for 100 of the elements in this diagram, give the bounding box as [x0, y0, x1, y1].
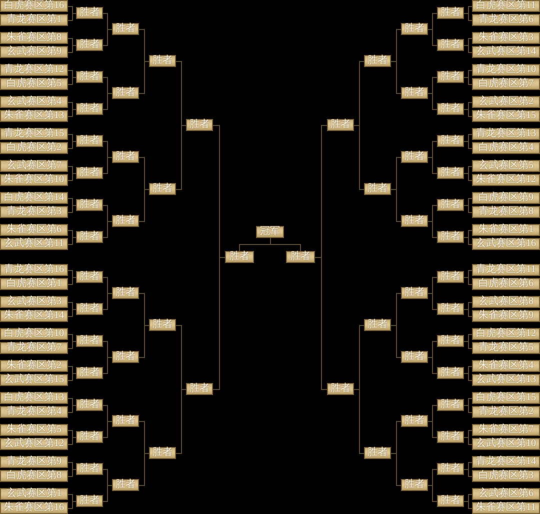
- winner-box: [76, 399, 103, 411]
- bracket-line: [464, 109, 472, 117]
- team-name: 青龙赛区第1: [6, 14, 62, 26]
- bracket-line: [464, 277, 472, 285]
- team-box: [0, 342, 68, 354]
- team-box: [472, 470, 540, 482]
- team-box: [0, 470, 68, 482]
- bracket-line: [390, 453, 402, 486]
- winner-box: [186, 383, 213, 395]
- winner-box: [286, 251, 315, 263]
- team-name: 朱雀赛区第7: [478, 424, 534, 436]
- team-box: [472, 342, 540, 354]
- bracket-line: [102, 29, 112, 46]
- bracket-line: [102, 485, 112, 502]
- team-box: [472, 488, 540, 500]
- winner-box: [76, 135, 103, 147]
- winner-box: [437, 231, 464, 243]
- team-box: [472, 296, 540, 308]
- winner-box: [401, 351, 428, 363]
- winner-box: [437, 199, 464, 211]
- team-name: 青龙赛区第9: [6, 456, 62, 468]
- team-name: 白虎赛区第9: [478, 192, 534, 204]
- winner-label: 胜者: [404, 287, 424, 299]
- winner-box: [437, 71, 464, 83]
- team-box: [472, 32, 540, 44]
- winner-box: [112, 87, 139, 99]
- winner-label: 胜者: [152, 183, 172, 195]
- winner-label: 胜者: [404, 151, 424, 163]
- winner-label: 胜者: [116, 215, 136, 227]
- winner-box: [112, 415, 139, 427]
- team-name: 朱雀赛区第14: [4, 310, 64, 322]
- winner-label: 胜者: [440, 71, 460, 83]
- team-box: [0, 142, 68, 154]
- team-box: [472, 160, 540, 172]
- team-name: 白虎赛区第15: [476, 392, 536, 404]
- bracket-line: [68, 373, 76, 381]
- bracket-line: [464, 141, 472, 149]
- team-name: 青龙赛区第16: [4, 264, 64, 276]
- winner-box: [401, 23, 428, 35]
- team-name: 朱雀赛区第11: [476, 502, 536, 514]
- winner-box: [437, 303, 464, 315]
- winner-label: 胜者: [116, 287, 136, 299]
- team-name: 朱雀赛区第2: [6, 360, 62, 372]
- winner-box: [401, 87, 428, 99]
- bracket-line: [428, 157, 438, 174]
- winner-box: [437, 7, 464, 19]
- team-box: [472, 278, 540, 290]
- winner-box: [401, 415, 428, 427]
- winner-label: 胜者: [80, 271, 100, 283]
- bracket-line: [102, 93, 112, 110]
- team-box: [0, 32, 68, 44]
- bracket-line: [68, 501, 76, 509]
- winner-box: [149, 55, 176, 67]
- bracket-line: [464, 405, 472, 413]
- bracket-line: [428, 293, 438, 310]
- winner-box: [76, 495, 103, 507]
- bracket-line: [102, 293, 112, 310]
- team-box: [0, 406, 68, 418]
- bracket-line: [68, 277, 76, 285]
- winner-box: [76, 199, 103, 211]
- team-name: 玄武赛区第13: [476, 374, 536, 386]
- team-name: 白虎赛区第7: [478, 78, 534, 90]
- bracket-line: [428, 485, 438, 502]
- team-name: 朱雀赛区第9: [478, 310, 534, 322]
- team-name: 白虎赛区第5: [6, 78, 62, 90]
- team-name: 白虎赛区第13: [4, 392, 64, 404]
- winner-box: [112, 287, 139, 299]
- bracket-line: [102, 421, 112, 438]
- winner-label: 胜者: [404, 23, 424, 35]
- bracket-line: [464, 13, 472, 21]
- team-name: 青龙赛区第13: [476, 128, 536, 140]
- team-box: [0, 278, 68, 290]
- team-box: [0, 456, 68, 468]
- bracket-line: [68, 109, 76, 117]
- bracket-line: [102, 357, 112, 374]
- winner-box: [76, 463, 103, 475]
- winner-box: [76, 39, 103, 51]
- winner-label: 胜者: [190, 383, 210, 395]
- winner-label: 胜者: [440, 167, 460, 179]
- team-box: [472, 96, 540, 108]
- winner-label: 胜者: [116, 351, 136, 363]
- winner-label: 胜者: [80, 199, 100, 211]
- team-name: 玄武赛区第4: [6, 96, 62, 108]
- bracket-line: [138, 189, 150, 222]
- winner-label: 胜者: [80, 39, 100, 51]
- winner-label: 胜者: [80, 495, 100, 507]
- winner-label: 胜者: [80, 103, 100, 115]
- bracket-line: [68, 205, 76, 213]
- winner-box: [437, 431, 464, 443]
- bracket-line: [68, 237, 76, 245]
- team-name: 玄武赛区第2: [478, 96, 534, 108]
- winner-box: [364, 183, 391, 195]
- team-box: [472, 206, 540, 218]
- bracket-line: [464, 205, 472, 213]
- winner-label: 胜者: [80, 167, 100, 179]
- bracket-line: [68, 45, 76, 53]
- team-name: 朱雀赛区第13: [4, 110, 64, 122]
- bracket-line: [68, 405, 76, 413]
- bracket-line: [314, 257, 328, 390]
- bracket-line: [354, 389, 364, 454]
